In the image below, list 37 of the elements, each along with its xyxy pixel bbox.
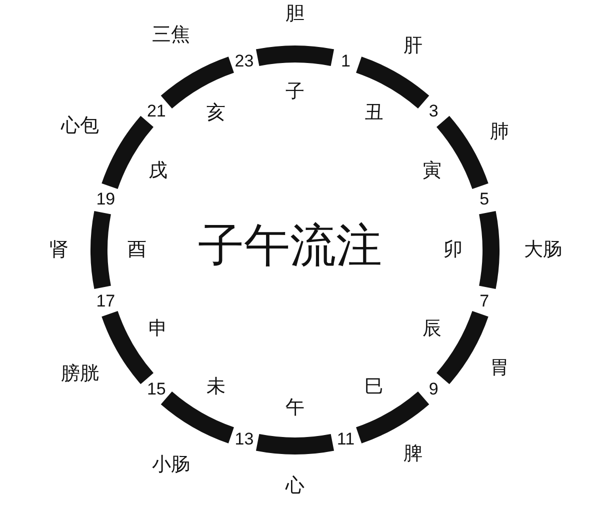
hour-number: 7 [480, 292, 490, 310]
hour-number: 5 [480, 190, 490, 208]
branch-label: 巳 [364, 377, 384, 396]
branch-label: 亥 [206, 104, 226, 123]
hour-number: 1 [340, 52, 350, 70]
organ-label: 胆 [285, 4, 304, 24]
branch-label: 寅 [422, 162, 442, 180]
branch-label: 辰 [422, 320, 442, 338]
branch-label: 卯 [444, 240, 462, 260]
organ-label: 肺 [490, 122, 509, 142]
hour-number: 15 [146, 380, 166, 398]
organ-label: 小肠 [152, 455, 190, 474]
organ-label: 三焦 [152, 26, 190, 45]
branch-label: 午 [286, 398, 304, 418]
organ-label: 肾 [50, 240, 68, 260]
hour-number: 13 [234, 430, 254, 448]
branch-label: 未 [206, 377, 226, 396]
organ-label: 心包 [61, 116, 100, 136]
branch-label: 丑 [364, 104, 384, 123]
hour-number: 19 [96, 190, 116, 208]
organ-label: 大肠 [524, 240, 562, 260]
title: 子午流注 [198, 222, 382, 268]
organ-label: 胃 [490, 358, 509, 378]
organ-label: 肝 [403, 36, 422, 56]
branch-label: 酉 [128, 240, 146, 260]
hour-number: 11 [336, 430, 355, 448]
hour-number: 23 [234, 52, 254, 70]
organ-label: 心 [285, 476, 304, 496]
hour-number: 17 [96, 292, 116, 310]
branch-label: 子 [286, 82, 304, 102]
organ-label: 脾 [403, 444, 422, 464]
hour-number: 21 [146, 102, 166, 120]
hour-number: 9 [428, 380, 438, 398]
branch-label: 戌 [148, 162, 168, 180]
organ-label: 膀胱 [61, 364, 100, 384]
hour-number: 3 [428, 102, 438, 120]
branch-label: 申 [148, 320, 168, 338]
